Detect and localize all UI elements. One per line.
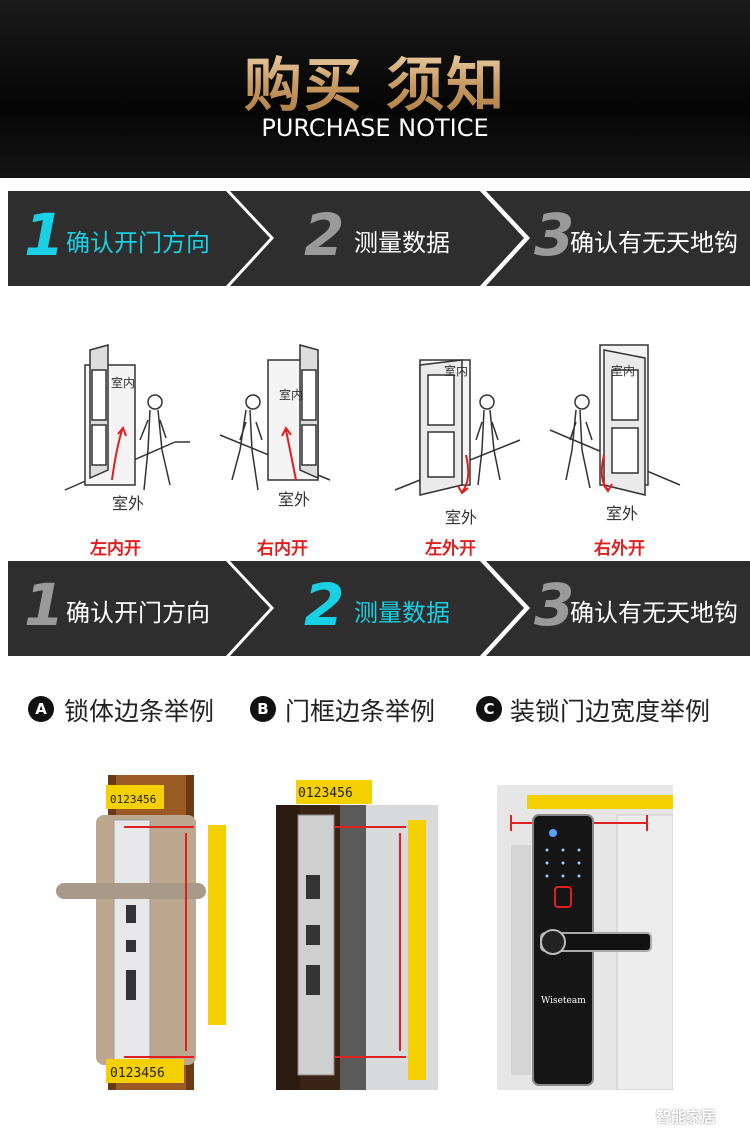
step-1: 1 确认开门方向 — [8, 191, 270, 286]
door-3-indoor-label: 室内 — [444, 364, 469, 378]
door-2-type-label: 右内开 — [257, 539, 308, 559]
door-4-type-label: 右外开 — [594, 539, 645, 559]
cloud-logo-icon — [622, 1093, 667, 1120]
step-label: 确认开门方向 — [66, 229, 210, 257]
door-right-inward-icon — [219, 344, 331, 491]
step-label: 确认有无天地钩 — [570, 229, 738, 257]
steps-bar-mid: 1 确认开门方向 2 测量数据 3 确认有无天地钩 — [8, 561, 750, 656]
door-4-indoor-label: 室内 — [611, 364, 636, 378]
frame-label-c: 装锁门边宽度举例 — [510, 697, 711, 726]
step-3: 3 确认有无天地钩 — [486, 191, 750, 286]
ruler-bottom-digits: 0123456 — [110, 1066, 165, 1081]
step-2: 2 测量数据 — [230, 561, 524, 656]
step-label: 确认有无天地钩 — [570, 599, 738, 627]
door-1-type-label: 左内开 — [90, 539, 141, 559]
door-3-outdoor-label: 室外 — [445, 508, 478, 527]
step-number: 3 — [534, 571, 575, 639]
step-3: 3 确认有无天地钩 — [486, 561, 750, 656]
step-number: 3 — [534, 201, 575, 269]
header-banner: 购买 须知 PURCHASE NOTICE — [0, 0, 750, 178]
door-3-type-label: 左外开 — [425, 539, 476, 559]
badge-b: B — [250, 696, 276, 722]
door-right-outward-icon — [549, 344, 681, 496]
step-number: 1 — [24, 571, 65, 639]
door-2-outdoor-label: 室外 — [278, 490, 311, 509]
step-label: 确认开门方向 — [66, 599, 210, 627]
step-number: 2 — [304, 201, 345, 269]
page-subtitle: PURCHASE NOTICE — [261, 114, 489, 142]
brand-text: Wiseteam — [541, 996, 586, 1006]
page-title: 购买 须知 — [0, 38, 750, 122]
door-width-photo: Wiseteam — [497, 785, 673, 1090]
ruler-top-digits: 0123456 — [110, 793, 156, 806]
ruler-top-digits: 0123456 — [298, 786, 353, 801]
door-left-outward-icon — [394, 359, 521, 496]
step-1: 1 确认开门方向 — [8, 561, 270, 656]
door-frame-photo: 0123456 — [276, 780, 438, 1090]
step-number: 1 — [24, 201, 65, 269]
door-4-outdoor-label: 室外 — [606, 504, 639, 523]
badge-a: A — [28, 696, 54, 722]
step-label: 测量数据 — [354, 599, 450, 627]
watermark-text: 智能家居 — [656, 1108, 717, 1126]
door-1-outdoor-label: 室外 — [112, 494, 145, 513]
door-1-indoor-label: 室内 — [111, 376, 136, 390]
lock-body-photo: 0123456 0123456 — [56, 775, 226, 1090]
door-left-inward-icon — [64, 344, 190, 491]
frame-label-b: 门框边条举例 — [285, 697, 436, 726]
step-label: 测量数据 — [354, 229, 450, 257]
badge-c: C — [476, 696, 502, 722]
door-2-indoor-label: 室内 — [279, 388, 304, 402]
steps-bar-top: 1 确认开门方向 2 测量数据 3 确认有无天地钩 — [8, 191, 750, 286]
step-number: 2 — [304, 571, 345, 639]
step-2: 2 测量数据 — [230, 191, 524, 286]
door-illustrations — [64, 344, 681, 496]
frame-label-a: 锁体边条举例 — [64, 697, 215, 726]
